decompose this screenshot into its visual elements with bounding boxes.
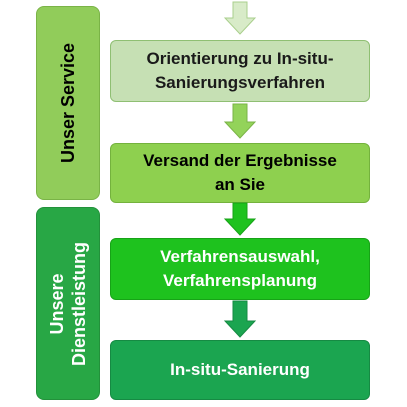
group-label-unsere-dienstleistung-text: Unsere Dienstleistung xyxy=(47,241,90,366)
step-versand: Versand der Ergebnisse an Sie xyxy=(110,143,370,203)
flow-arrow-1 xyxy=(223,103,257,139)
flow-arrow-3 xyxy=(223,300,257,338)
flow-arrow-2-shape xyxy=(223,202,257,236)
flow-arrow-3-shape xyxy=(223,300,257,338)
step-verfahrensauswahl: Verfahrensauswahl, Verfahrensplanung xyxy=(110,238,370,300)
group-label-unser-service-text: Unser Service xyxy=(58,42,79,164)
flow-arrow-top xyxy=(223,1,257,35)
group-label-unser-service: Unser Service xyxy=(36,6,100,200)
step-versand-text: Versand der Ergebnisse an Sie xyxy=(143,151,337,194)
step-in-situ-sanierung: In-situ-Sanierung xyxy=(110,340,370,400)
flow-arrow-top-shape xyxy=(223,1,257,35)
flow-arrow-1-shape xyxy=(223,103,257,139)
step-verfahrensauswahl-text: Verfahrensauswahl, Verfahrensplanung xyxy=(160,247,320,290)
step-orientierung-text: Orientierung zu In-situ- Sanierungsverfa… xyxy=(146,49,334,92)
flow-arrow-2 xyxy=(223,202,257,236)
step-in-situ-sanierung-text: In-situ-Sanierung xyxy=(170,360,310,379)
group-label-unsere-dienstleistung: Unsere Dienstleistung xyxy=(36,207,100,400)
step-orientierung: Orientierung zu In-situ- Sanierungsverfa… xyxy=(110,40,370,102)
